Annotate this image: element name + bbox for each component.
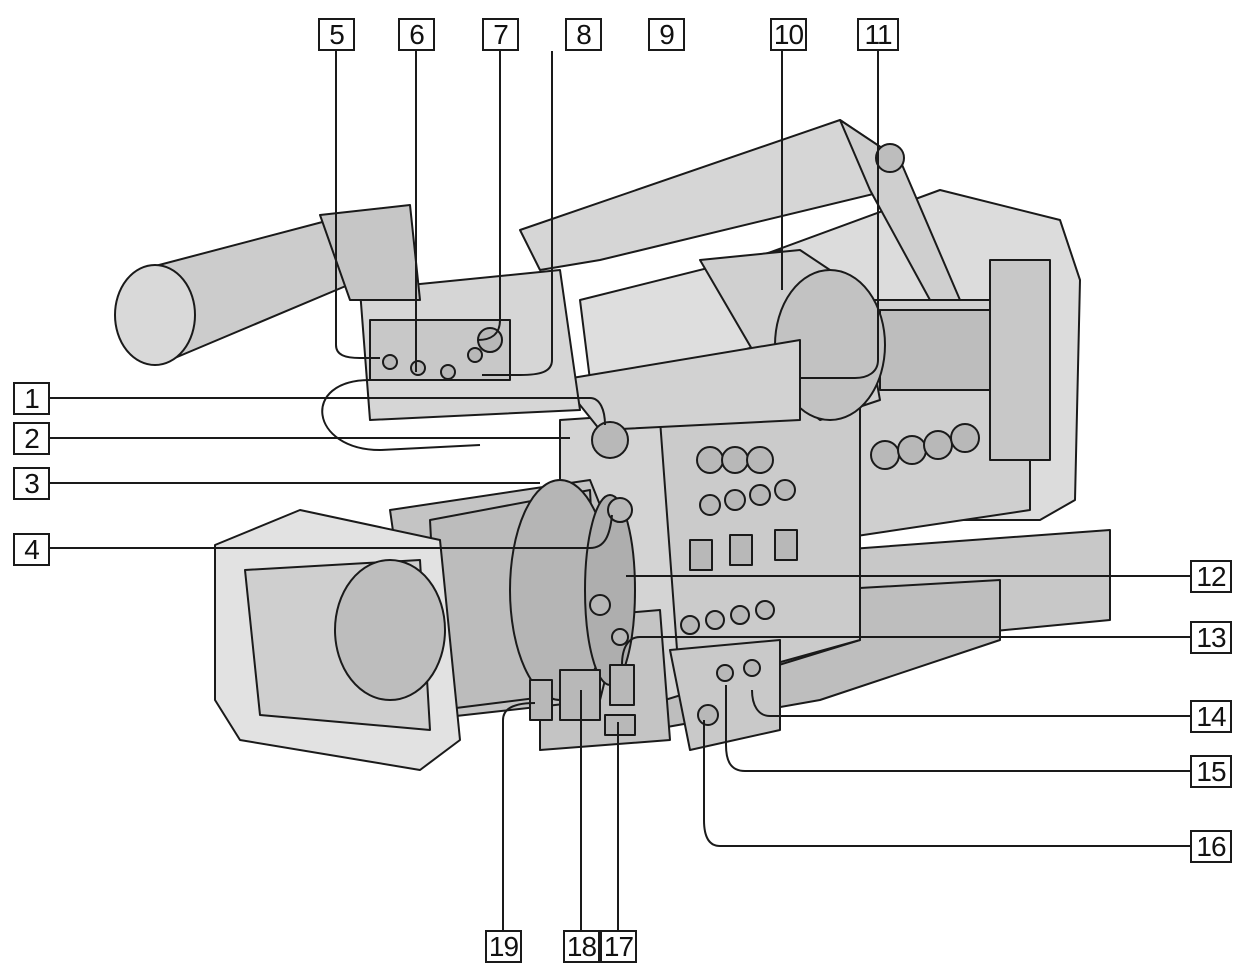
callout-9: 9 — [648, 18, 685, 51]
leader-line-4 — [50, 514, 613, 549]
callout-19: 19 — [485, 930, 522, 963]
callout-4: 4 — [13, 533, 50, 566]
callout-12: 12 — [1190, 560, 1232, 593]
leader-line-13 — [621, 636, 1190, 666]
callout-10: 10 — [770, 18, 807, 51]
callout-8: 8 — [565, 18, 602, 51]
callout-5: 5 — [318, 18, 355, 51]
leader-line-11 — [800, 51, 879, 379]
callout-6: 6 — [398, 18, 435, 51]
callout-18: 18 — [563, 930, 600, 963]
leader-line-5 — [335, 51, 380, 359]
leader-line-15 — [725, 685, 1190, 772]
callout-15: 15 — [1190, 755, 1232, 788]
camcorder-body — [114, 119, 1111, 771]
callout-7: 7 — [482, 18, 519, 51]
leader-line-19 — [502, 702, 536, 930]
callout-3: 3 — [13, 467, 50, 500]
leader-line-16 — [703, 720, 1190, 847]
callout-13: 13 — [1190, 621, 1232, 654]
callout-14: 14 — [1190, 700, 1232, 733]
callout-17: 17 — [600, 930, 637, 963]
callout-1: 1 — [13, 382, 50, 415]
leader-lines — [50, 51, 1190, 930]
leader-line-1 — [50, 397, 606, 426]
callout-16: 16 — [1190, 830, 1232, 863]
leader-line-14 — [751, 689, 1190, 717]
leader-line-8 — [482, 51, 553, 376]
leader-line-7 — [477, 51, 501, 341]
callout-11: 11 — [857, 18, 899, 51]
callout-2: 2 — [13, 422, 50, 455]
